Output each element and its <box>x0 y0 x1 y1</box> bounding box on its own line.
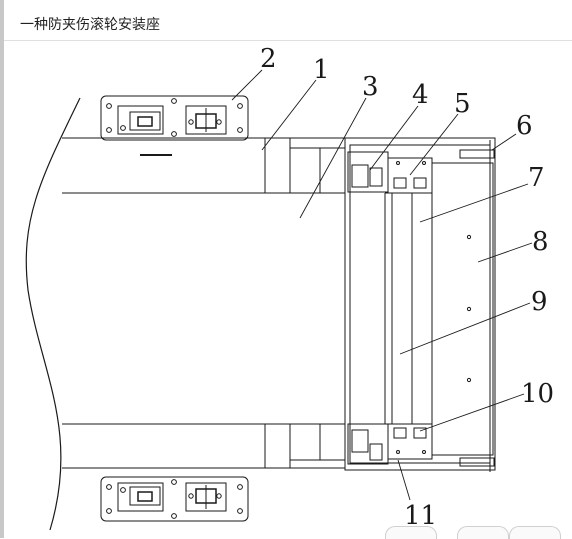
leader-3 <box>299 97 367 219</box>
leader-4 <box>369 105 419 171</box>
header-bar: 一种防夹伤滚轮安装座 <box>4 0 572 41</box>
leader-2 <box>231 69 263 101</box>
leader-5 <box>409 113 459 176</box>
label-3: 3 <box>362 72 379 102</box>
label-9: 9 <box>531 287 548 317</box>
label-5: 5 <box>454 89 471 119</box>
conveyor-body-bottom <box>62 423 345 469</box>
label-7: 7 <box>528 163 545 193</box>
conveyor-body-top <box>62 137 345 194</box>
toolbar-button[interactable] <box>509 526 561 539</box>
label-1: 1 <box>313 55 330 85</box>
toolbar-button[interactable] <box>457 526 509 539</box>
label-4: 4 <box>412 80 429 110</box>
leader-7 <box>419 183 529 223</box>
mounting-seat-plate <box>62 138 346 470</box>
bottom-mounting-bracket <box>100 476 249 522</box>
left-edge-bar <box>0 0 4 538</box>
label-10: 10 <box>521 379 554 409</box>
page-title: 一种防夹伤滚轮安装座 <box>20 17 160 33</box>
leader-6 <box>491 133 517 151</box>
label-8: 8 <box>532 227 549 257</box>
label-2: 2 <box>260 44 277 74</box>
leader-8 <box>477 242 533 263</box>
frame-curve-outline <box>25 97 81 531</box>
leader-1 <box>261 79 317 151</box>
top-mounting-bracket <box>100 95 249 141</box>
leader-10 <box>419 393 525 432</box>
leader-9 <box>399 302 531 355</box>
toolbar-button[interactable] <box>385 526 437 539</box>
bottom-bearing-block <box>347 423 495 472</box>
part-labels: 2 1 3 4 5 6 7 8 9 10 11 <box>260 44 554 531</box>
leader-11 <box>397 459 411 501</box>
image-toolbar <box>385 526 565 539</box>
label-6: 6 <box>516 111 533 141</box>
top-bearing-block <box>347 140 495 194</box>
side-cover-plate <box>431 162 494 456</box>
leader-lines <box>231 69 533 501</box>
